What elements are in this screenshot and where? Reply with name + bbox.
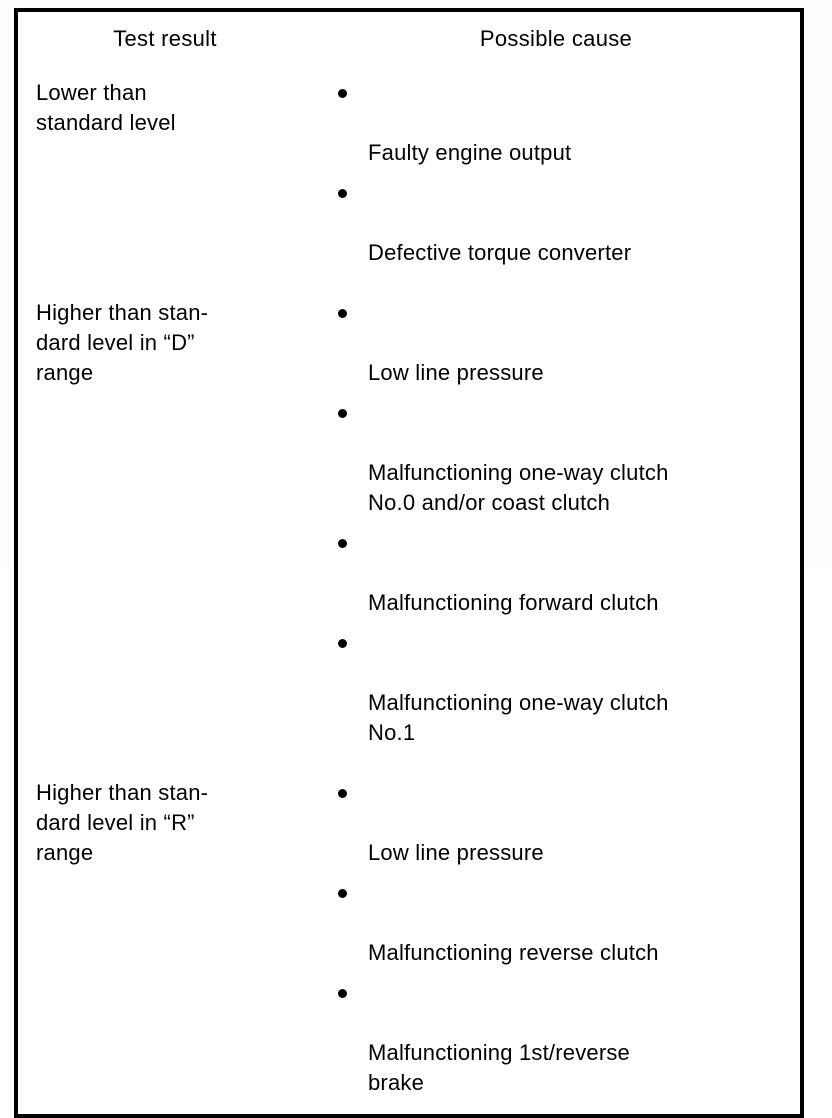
list-item: Malfunctioning forward clutch <box>338 528 792 618</box>
page-root: Test result Possible cause Lower than st… <box>14 8 804 1118</box>
list-item: Faulty engine output <box>338 78 792 168</box>
list-item: Malfunctioning one-way clutch No.0 and/o… <box>338 398 792 518</box>
column-header-possible-cause: Possible cause <box>312 10 802 64</box>
list-item-label: Malfunctioning one-way clutch No.1 <box>368 690 669 745</box>
test-result-text: Higher than stan- dard level in “R” rang… <box>36 780 209 865</box>
cell-test-result: Lower than standard level <box>16 64 312 284</box>
table-row: Higher than stan- dard level in “R” rang… <box>16 764 802 1116</box>
bullet-icon <box>338 539 347 548</box>
list-item: Low line pressure <box>338 778 792 868</box>
column-header-possible-cause-label: Possible cause <box>479 26 633 51</box>
cell-possible-cause: Faulty engine output Defective torque co… <box>312 64 802 284</box>
table-header-row: Test result Possible cause <box>16 10 802 64</box>
diagnostic-table: Test result Possible cause Lower than st… <box>14 8 804 1118</box>
bullet-icon <box>338 989 347 998</box>
list-item-label: Defective torque converter <box>368 240 632 265</box>
bullet-icon <box>338 309 347 318</box>
cell-test-result: Higher than stan- dard level in “R” rang… <box>16 764 312 1116</box>
possible-cause-list: Low line pressure Malfunctioning reverse… <box>312 764 800 1114</box>
bullet-icon <box>338 889 347 898</box>
list-item-label: Malfunctioning one-way clutch No.0 and/o… <box>368 460 669 515</box>
cell-possible-cause: Low line pressure Malfunctioning one-way… <box>312 284 802 764</box>
possible-cause-list: Low line pressure Malfunctioning one-way… <box>312 284 800 764</box>
list-item: Malfunctioning 1st/reverse brake <box>338 978 792 1098</box>
table-row: Lower than standard level Faulty engine … <box>16 64 802 284</box>
table-body: Lower than standard level Faulty engine … <box>16 64 802 1116</box>
test-result-text: Higher than stan- dard level in “D” rang… <box>36 300 209 385</box>
list-item-label: Low line pressure <box>368 360 544 385</box>
test-result-text: Lower than standard level <box>36 80 176 135</box>
bullet-icon <box>338 789 347 798</box>
cell-test-result: Higher than stan- dard level in “D” rang… <box>16 284 312 764</box>
list-item: Defective torque converter <box>338 178 792 268</box>
bullet-icon <box>338 89 347 98</box>
bullet-icon <box>338 189 347 198</box>
list-item: Malfunctioning one-way clutch No.1 <box>338 628 792 748</box>
list-item: Malfunctioning reverse clutch <box>338 878 792 968</box>
cell-possible-cause: Low line pressure Malfunctioning reverse… <box>312 764 802 1116</box>
possible-cause-list: Faulty engine output Defective torque co… <box>312 64 800 284</box>
bullet-icon <box>338 409 347 418</box>
table-row: Higher than stan- dard level in “D” rang… <box>16 284 802 764</box>
column-header-test-result-label: Test result <box>113 26 217 51</box>
list-item-label: Faulty engine output <box>368 140 572 165</box>
list-item-label: Malfunctioning forward clutch <box>368 590 659 615</box>
column-header-test-result: Test result <box>16 10 312 64</box>
list-item-label: Low line pressure <box>368 840 544 865</box>
table-head: Test result Possible cause <box>16 10 802 64</box>
list-item-label: Malfunctioning reverse clutch <box>368 940 659 965</box>
list-item: Low line pressure <box>338 298 792 388</box>
bullet-icon <box>338 639 347 648</box>
list-item-label: Malfunctioning 1st/reverse brake <box>368 1040 630 1095</box>
